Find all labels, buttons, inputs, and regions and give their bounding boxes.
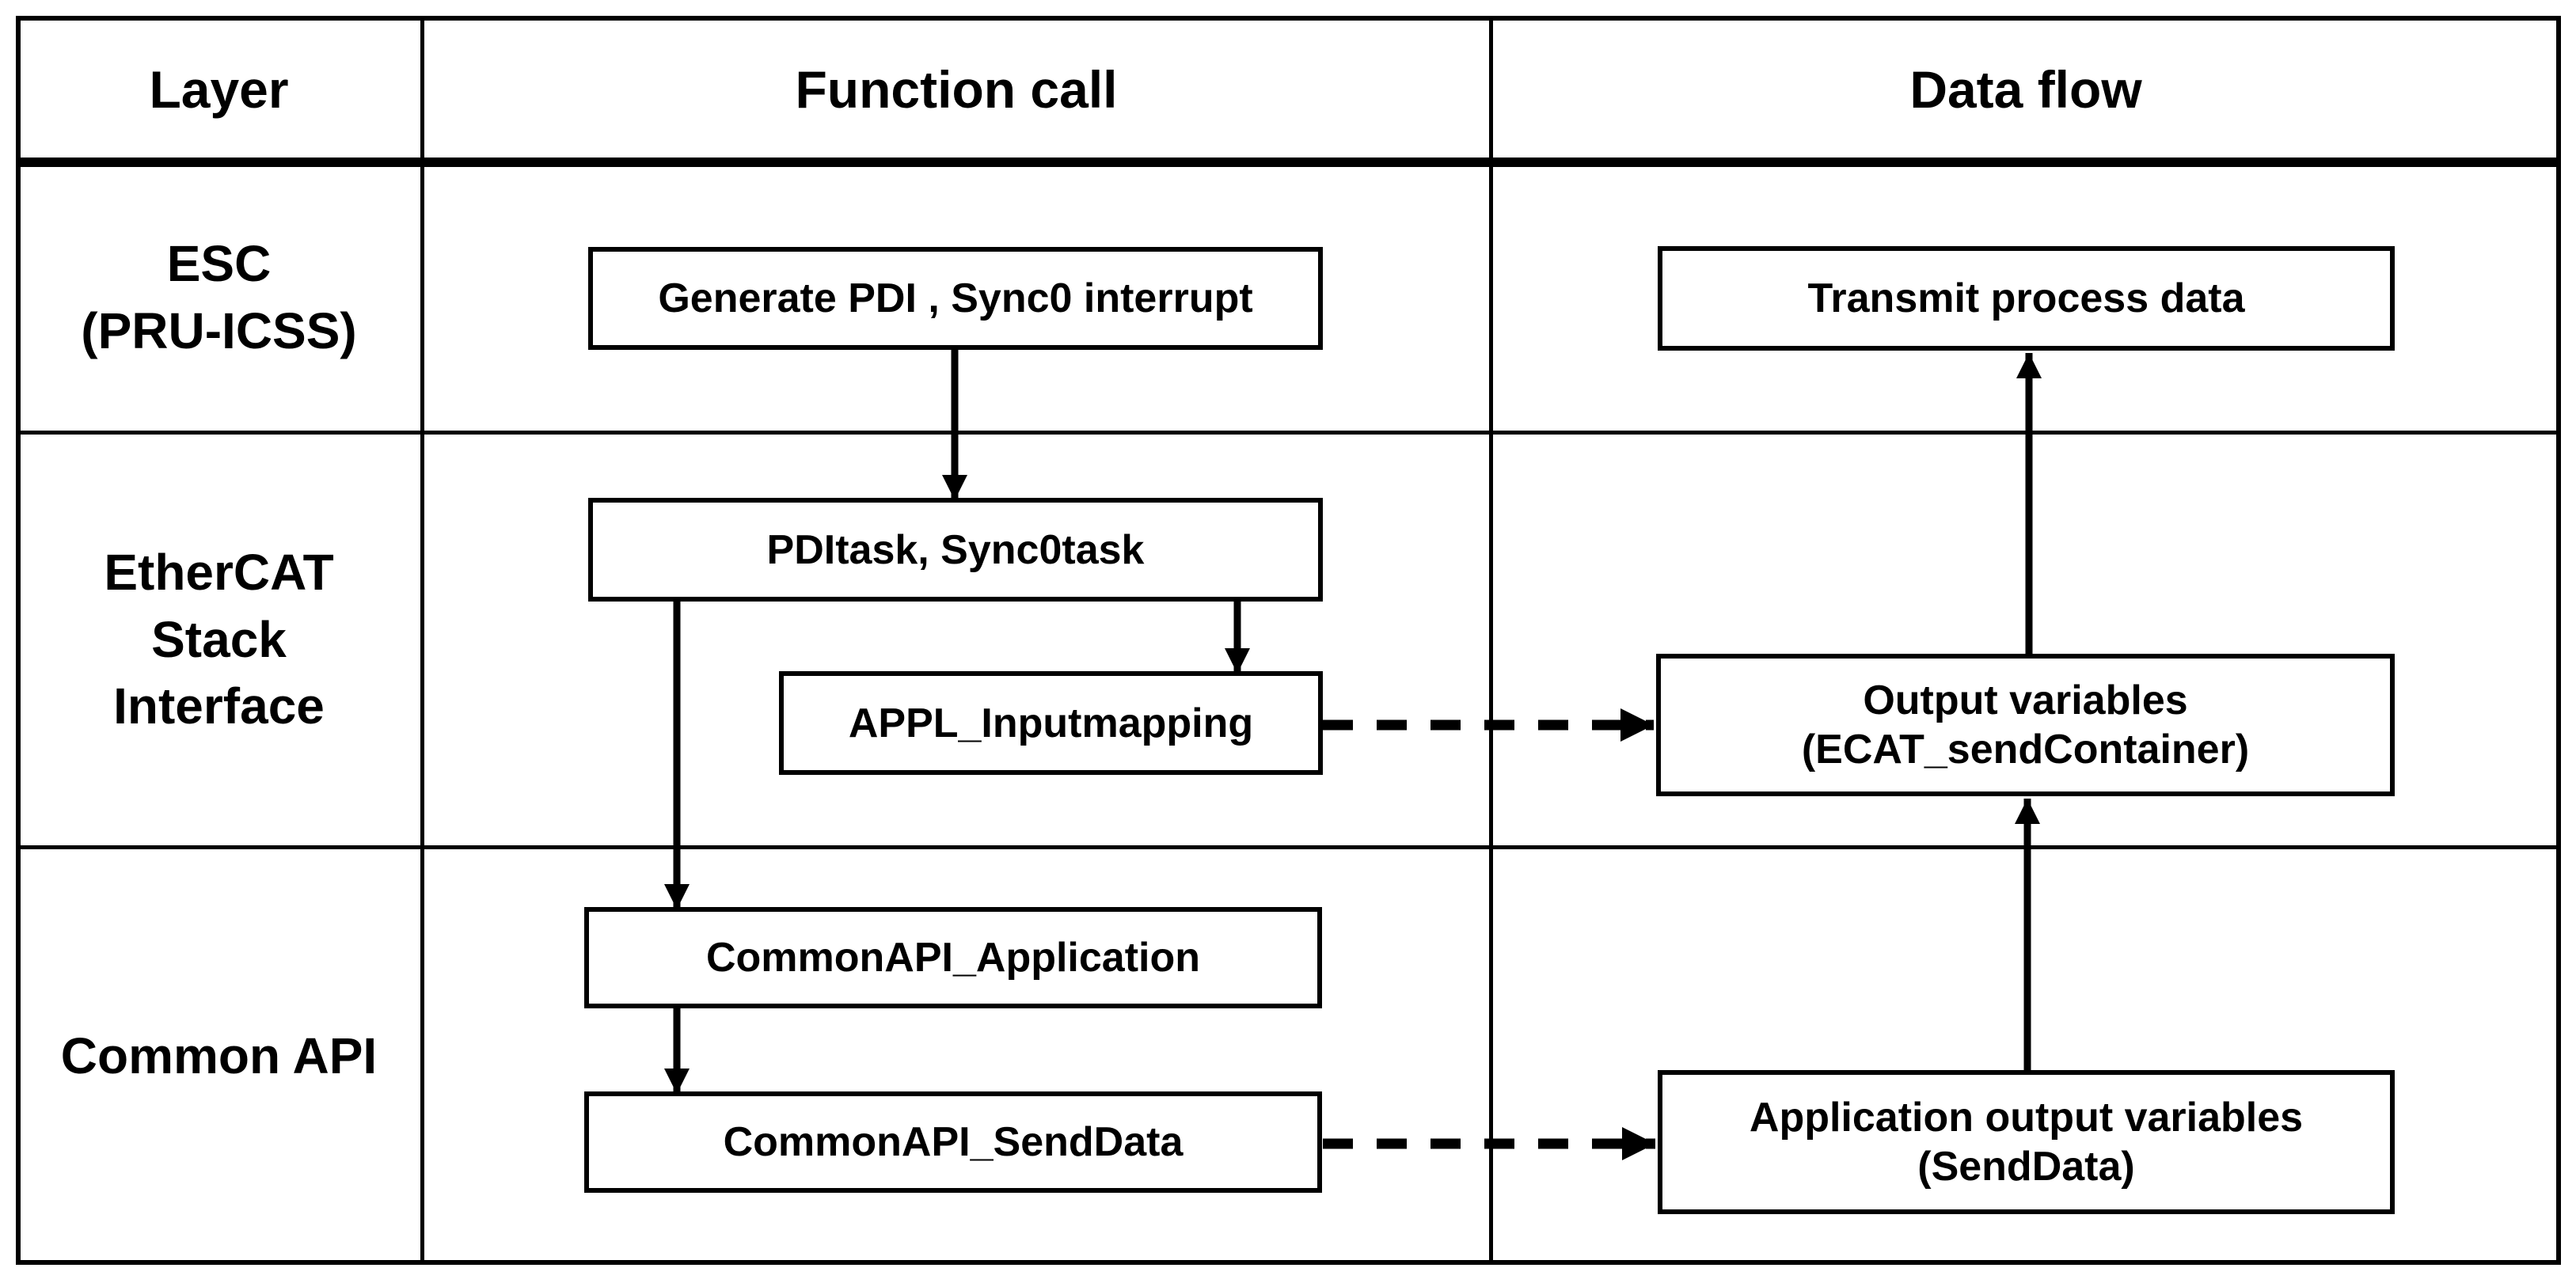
common-api-line1: Common API — [60, 1027, 378, 1084]
header-function-call: Function call — [422, 16, 1491, 162]
row-separator-2 — [16, 845, 2561, 849]
box-appl-inputmapping: APPL_Inputmapping — [779, 671, 1323, 775]
box-app-output-variables-line2: (SendData) — [1917, 1144, 2135, 1190]
layer-label-esc: ESC (PRU-ICSS) — [16, 162, 422, 432]
box-commonapi-senddata: CommonAPI_SendData — [584, 1091, 1322, 1193]
row-separator-1 — [16, 431, 2561, 435]
column-divider-dataflow — [1489, 16, 1493, 1265]
esc-line2: (PRU-ICSS) — [81, 302, 357, 359]
header-separator-thick — [16, 158, 2561, 167]
header-data-flow: Data flow — [1491, 16, 2561, 162]
box-pditask-label: PDItask, Sync0task — [766, 526, 1145, 573]
box-output-variables: Output variables (ECAT_sendContainer) — [1656, 654, 2395, 796]
box-generate-pdi-label: Generate PDI , Sync0 interrupt — [658, 275, 1253, 321]
box-app-output-variables-line1: Application output variables — [1749, 1095, 2304, 1141]
box-output-variables-line2: (ECAT_sendContainer) — [1801, 727, 2250, 772]
box-pditask-sync0task: PDItask, Sync0task — [588, 498, 1323, 602]
layer-label-common-api: Common API — [16, 847, 422, 1265]
box-commonapi-senddata-label: CommonAPI_SendData — [723, 1119, 1184, 1165]
box-transmit-process-data: Transmit process data — [1658, 246, 2395, 351]
header-function-call-label: Function call — [795, 59, 1118, 119]
header-data-flow-label: Data flow — [1909, 59, 2142, 119]
box-generate-pdi-sync0-interrupt: Generate PDI , Sync0 interrupt — [588, 247, 1323, 350]
box-commonapi-application: CommonAPI_Application — [584, 907, 1322, 1008]
esc-line1: ESC — [166, 235, 272, 293]
layer-label-ethercat-stack-interface: EtherCAT Stack Interface — [16, 432, 422, 847]
box-output-variables-line1: Output variables — [1863, 678, 2188, 723]
header-layer: Layer — [16, 16, 422, 162]
ethercat-line2: Stack — [151, 610, 287, 668]
box-transmit-label: Transmit process data — [1807, 275, 2245, 321]
ethercat-line1: EtherCAT — [104, 544, 334, 602]
header-layer-label: Layer — [149, 59, 289, 119]
box-appl-inputmapping-label: APPL_Inputmapping — [848, 700, 1254, 746]
box-commonapi-application-label: CommonAPI_Application — [705, 935, 1201, 981]
ethercat-line3: Interface — [113, 678, 325, 735]
table-outer-border — [16, 16, 2561, 1265]
box-application-output-variables: Application output variables (SendData) — [1658, 1070, 2395, 1214]
column-divider-layer — [420, 16, 424, 1265]
